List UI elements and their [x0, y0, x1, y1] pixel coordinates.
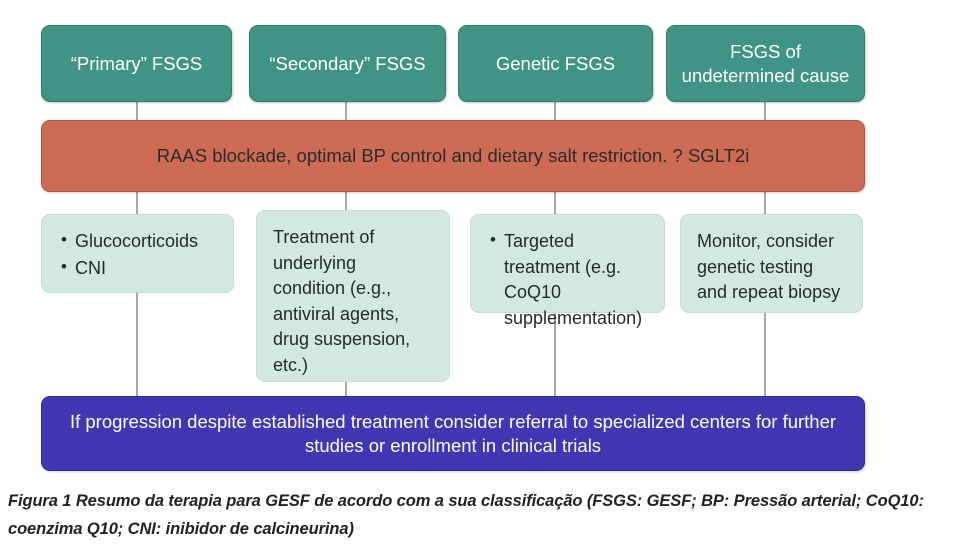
specific-therapy-text: Treatment of underlying condition (e.g.,…: [273, 227, 411, 375]
category-box-undetermined-cause-fsgs[interactable]: FSGS of undetermined cause: [666, 25, 865, 102]
escalation-band[interactable]: If progression despite established treat…: [41, 396, 865, 471]
category-label: Genetic FSGS: [495, 52, 616, 74]
list-item: Targeted treatment (e.g. CoQ10 supplemen…: [490, 228, 648, 331]
category-label: FSGS of undetermined cause: [681, 40, 850, 86]
category-box-secondary-fsgs[interactable]: “Secondary” FSGS: [249, 25, 446, 102]
category-label: “Primary” FSGS: [70, 52, 203, 74]
specific-therapy-box-undetermined[interactable]: Monitor, consider genetic testing and re…: [680, 214, 863, 313]
figure-caption: Figura 1 Resumo da terapia para GESF de …: [8, 492, 924, 539]
list-item: CNI: [61, 255, 217, 282]
specific-therapy-list: Targeted treatment (e.g. CoQ10 supplemen…: [487, 228, 648, 331]
specific-therapy-box-genetic[interactable]: Targeted treatment (e.g. CoQ10 supplemen…: [470, 214, 665, 328]
escalation-text: If progression despite established treat…: [69, 410, 837, 456]
category-label: “Secondary” FSGS: [269, 52, 426, 74]
specific-therapy-text: Monitor, consider genetic testing and re…: [697, 231, 841, 303]
category-box-primary-fsgs[interactable]: “Primary” FSGS: [41, 25, 232, 102]
general-therapy-text: RAAS blockade, optimal BP control and di…: [156, 145, 750, 167]
general-therapy-band[interactable]: RAAS blockade, optimal BP control and di…: [41, 120, 865, 192]
list-item: Glucocorticoids: [61, 228, 217, 255]
specific-therapy-list: Glucocorticoids CNI: [58, 228, 217, 282]
specific-therapy-box-primary[interactable]: Glucocorticoids CNI: [41, 214, 234, 293]
category-box-genetic-fsgs[interactable]: Genetic FSGS: [458, 25, 653, 102]
specific-therapy-box-secondary[interactable]: Treatment of underlying condition (e.g.,…: [256, 210, 450, 382]
